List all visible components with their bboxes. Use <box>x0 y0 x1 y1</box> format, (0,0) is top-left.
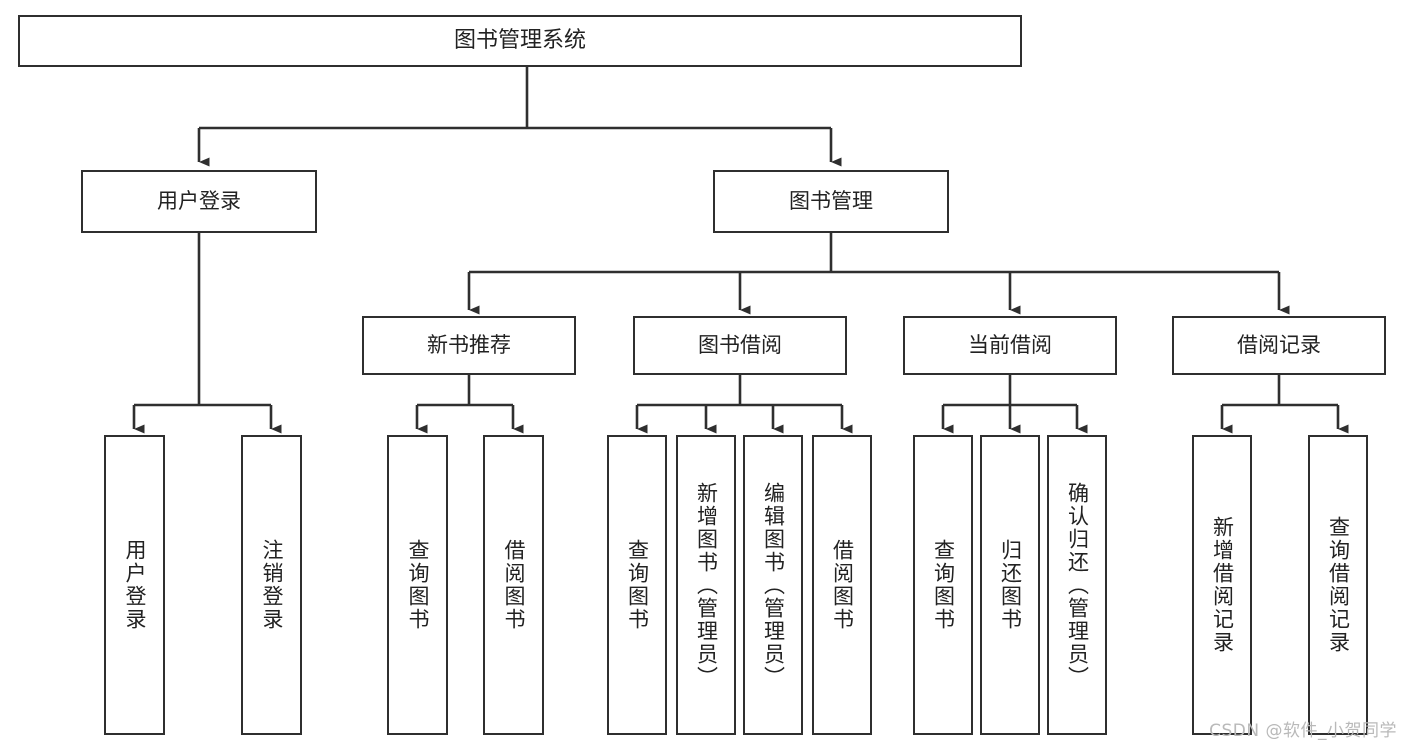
leaf-borrow-record-add[interactable]: 新增借阅记录 <box>1192 435 1252 735</box>
node-book-management[interactable]: 图书管理 <box>713 170 949 233</box>
node-current-borrow-label: 当前借阅 <box>968 333 1052 358</box>
leaf-book-borrow-edit[interactable]: 编辑图书（管理员） <box>743 435 803 735</box>
leaf-book-borrow-query-label: 查询图书 <box>625 539 650 631</box>
leaf-current-borrow-query-label: 查询图书 <box>931 539 956 631</box>
node-borrow-record-label: 借阅记录 <box>1237 333 1321 358</box>
leaf-new-book-borrow-label: 借阅图书 <box>502 539 526 631</box>
leaf-current-borrow-confirm-return-label: 确认归还（管理员） <box>1065 481 1090 689</box>
node-root-system[interactable]: 图书管理系统 <box>18 15 1022 67</box>
leaf-user-login-login[interactable]: 用户登录 <box>104 435 165 735</box>
node-user-login[interactable]: 用户登录 <box>81 170 317 233</box>
node-book-borrow[interactable]: 图书借阅 <box>633 316 847 375</box>
node-new-book-recommend[interactable]: 新书推荐 <box>362 316 576 375</box>
node-current-borrow[interactable]: 当前借阅 <box>903 316 1117 375</box>
node-user-login-label: 用户登录 <box>157 189 241 214</box>
leaf-new-book-borrow[interactable]: 借阅图书 <box>483 435 544 735</box>
node-borrow-record[interactable]: 借阅记录 <box>1172 316 1386 375</box>
leaf-current-borrow-query[interactable]: 查询图书 <box>913 435 973 735</box>
node-root-system-label: 图书管理系统 <box>453 28 586 54</box>
csdn-watermark: CSDN @软件_小贺同学 <box>1209 721 1397 741</box>
leaf-borrow-record-query[interactable]: 查询借阅记录 <box>1308 435 1368 735</box>
leaf-book-borrow-edit-label: 编辑图书（管理员） <box>761 481 786 689</box>
leaf-book-borrow-query[interactable]: 查询图书 <box>607 435 667 735</box>
leaf-borrow-record-query-label: 查询借阅记录 <box>1326 516 1351 654</box>
leaf-book-borrow-add-label: 新增图书（管理员） <box>694 481 719 689</box>
leaf-user-login-logout-label: 注销登录 <box>260 539 284 631</box>
node-book-management-label: 图书管理 <box>789 189 873 214</box>
leaf-book-borrow-borrow-label: 借阅图书 <box>830 539 855 631</box>
leaf-user-login-login-label: 用户登录 <box>123 539 147 631</box>
node-new-book-recommend-label: 新书推荐 <box>427 333 511 358</box>
leaf-new-book-query[interactable]: 查询图书 <box>387 435 448 735</box>
leaf-current-borrow-return[interactable]: 归还图书 <box>980 435 1040 735</box>
leaf-current-borrow-return-label: 归还图书 <box>998 539 1023 631</box>
leaf-current-borrow-confirm-return[interactable]: 确认归还（管理员） <box>1047 435 1107 735</box>
leaf-book-borrow-add[interactable]: 新增图书（管理员） <box>676 435 736 735</box>
node-book-borrow-label: 图书借阅 <box>698 333 782 358</box>
leaf-new-book-query-label: 查询图书 <box>406 539 430 631</box>
leaf-user-login-logout[interactable]: 注销登录 <box>241 435 302 735</box>
leaf-book-borrow-borrow[interactable]: 借阅图书 <box>812 435 872 735</box>
leaf-borrow-record-add-label: 新增借阅记录 <box>1210 516 1235 654</box>
